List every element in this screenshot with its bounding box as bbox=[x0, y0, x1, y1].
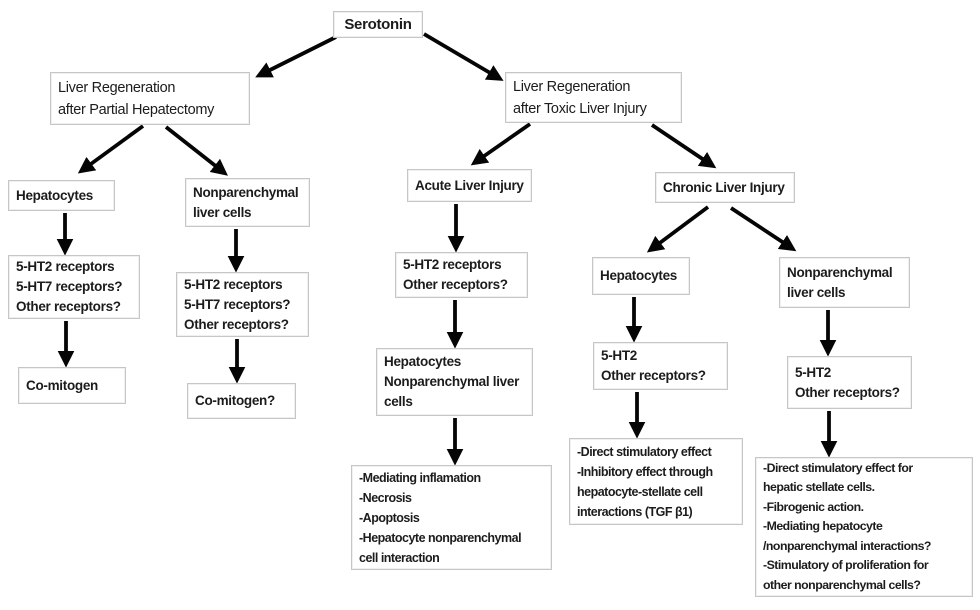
node-nonparenchymal-partial: Nonparenchymal liver cells bbox=[185, 178, 310, 227]
node-co-mitogen-label: Co-mitogen bbox=[26, 377, 98, 393]
arrow-partial-to-nonparenchymal bbox=[164, 125, 228, 176]
arrow-toxic-to-acute bbox=[470, 122, 532, 166]
node-hepatocytes-partial-label: Hepatocytes bbox=[16, 187, 93, 203]
node-receptors-acute-label: 5-HT2 receptors Other receptors? bbox=[403, 257, 508, 292]
node-receptors-hepatocytes-chronic: 5-HT2 Other receptors? bbox=[593, 342, 728, 390]
node-liver-regeneration-toxic-injury: Liver Regeneration after Toxic Liver Inj… bbox=[505, 72, 682, 123]
arrow-serotonin-to-toxic bbox=[423, 32, 504, 81]
node-cells-acute: Hepatocytes Nonparenchymal liver cells bbox=[376, 348, 533, 416]
node-serotonin-label: Serotonin bbox=[344, 15, 412, 33]
arrow-chronic-to-nonparenchymal bbox=[729, 206, 797, 252]
node-effects-acute-label: -Mediating inflamation -Necrosis -Apopto… bbox=[359, 470, 522, 565]
node-effects-nonparenchymal-chronic-label: -Direct stimulatory effect for hepatic s… bbox=[763, 460, 931, 592]
node-chronic-liver-injury: Chronic Liver Injury bbox=[655, 172, 795, 203]
node-nonparenchymal-chronic-label: Nonparenchymal liver cells bbox=[787, 264, 893, 300]
node-acute-liver-injury: Acute Liver Injury bbox=[407, 169, 532, 202]
node-receptors-hepatocytes-partial-label: 5-HT2 receptors 5-HT7 receptors? Other r… bbox=[16, 259, 123, 314]
node-hepatocytes-chronic: Hepatocytes bbox=[592, 257, 690, 295]
arrow-toxic-to-chronic bbox=[650, 123, 717, 169]
node-chronic-liver-injury-label: Chronic Liver Injury bbox=[663, 179, 785, 195]
node-liver-regeneration-partial-hepatectomy: Liver Regeneration after Partial Hepatec… bbox=[50, 72, 250, 125]
node-receptors-nonparenchymal-partial-label: 5-HT2 receptors 5-HT7 receptors? Other r… bbox=[184, 276, 291, 332]
node-nonparenchymal-chronic: Nonparenchymal liver cells bbox=[779, 257, 910, 308]
node-effects-acute: -Mediating inflamation -Necrosis -Apopto… bbox=[351, 465, 552, 570]
node-co-mitogen-question: Co-mitogen? bbox=[187, 383, 296, 419]
node-effects-hepatocytes-chronic-label: -Direct stimulatory effect -Inhibitory e… bbox=[577, 444, 713, 519]
node-hepatocytes-chronic-label: Hepatocytes bbox=[600, 268, 677, 283]
arrow-serotonin-to-partial bbox=[255, 35, 337, 78]
node-receptors-nonparenchymal-chronic-label: 5-HT2 Other receptors? bbox=[795, 364, 900, 400]
node-co-mitogen-question-label: Co-mitogen? bbox=[195, 393, 275, 408]
node-cells-acute-label: Hepatocytes Nonparenchymal liver cells bbox=[384, 354, 520, 409]
node-liver-regeneration-partial-hepatectomy-label: Liver Regeneration after Partial Hepatec… bbox=[58, 79, 215, 118]
node-receptors-hepatocytes-chronic-label: 5-HT2 Other receptors? bbox=[601, 348, 706, 383]
node-receptors-hepatocytes-partial: 5-HT2 receptors 5-HT7 receptors? Other r… bbox=[8, 255, 140, 319]
node-acute-liver-injury-label: Acute Liver Injury bbox=[415, 177, 524, 193]
node-nonparenchymal-partial-label: Nonparenchymal liver cells bbox=[193, 184, 299, 220]
arrow-chronic-to-hepatocytes bbox=[646, 205, 710, 253]
node-receptors-acute: 5-HT2 receptors Other receptors? bbox=[395, 252, 528, 298]
arrow-partial-to-hepatocytes bbox=[77, 124, 145, 174]
node-liver-regeneration-toxic-injury-label: Liver Regeneration after Toxic Liver Inj… bbox=[513, 78, 647, 117]
node-hepatocytes-partial: Hepatocytes bbox=[8, 180, 115, 211]
node-effects-hepatocytes-chronic: -Direct stimulatory effect -Inhibitory e… bbox=[569, 438, 743, 525]
node-effects-nonparenchymal-chronic: -Direct stimulatory effect for hepatic s… bbox=[755, 457, 973, 597]
node-co-mitogen: Co-mitogen bbox=[18, 367, 126, 404]
node-receptors-nonparenchymal-chronic: 5-HT2 Other receptors? bbox=[787, 356, 912, 409]
node-receptors-nonparenchymal-partial: 5-HT2 receptors 5-HT7 receptors? Other r… bbox=[176, 272, 309, 337]
node-serotonin: Serotonin bbox=[333, 11, 423, 38]
